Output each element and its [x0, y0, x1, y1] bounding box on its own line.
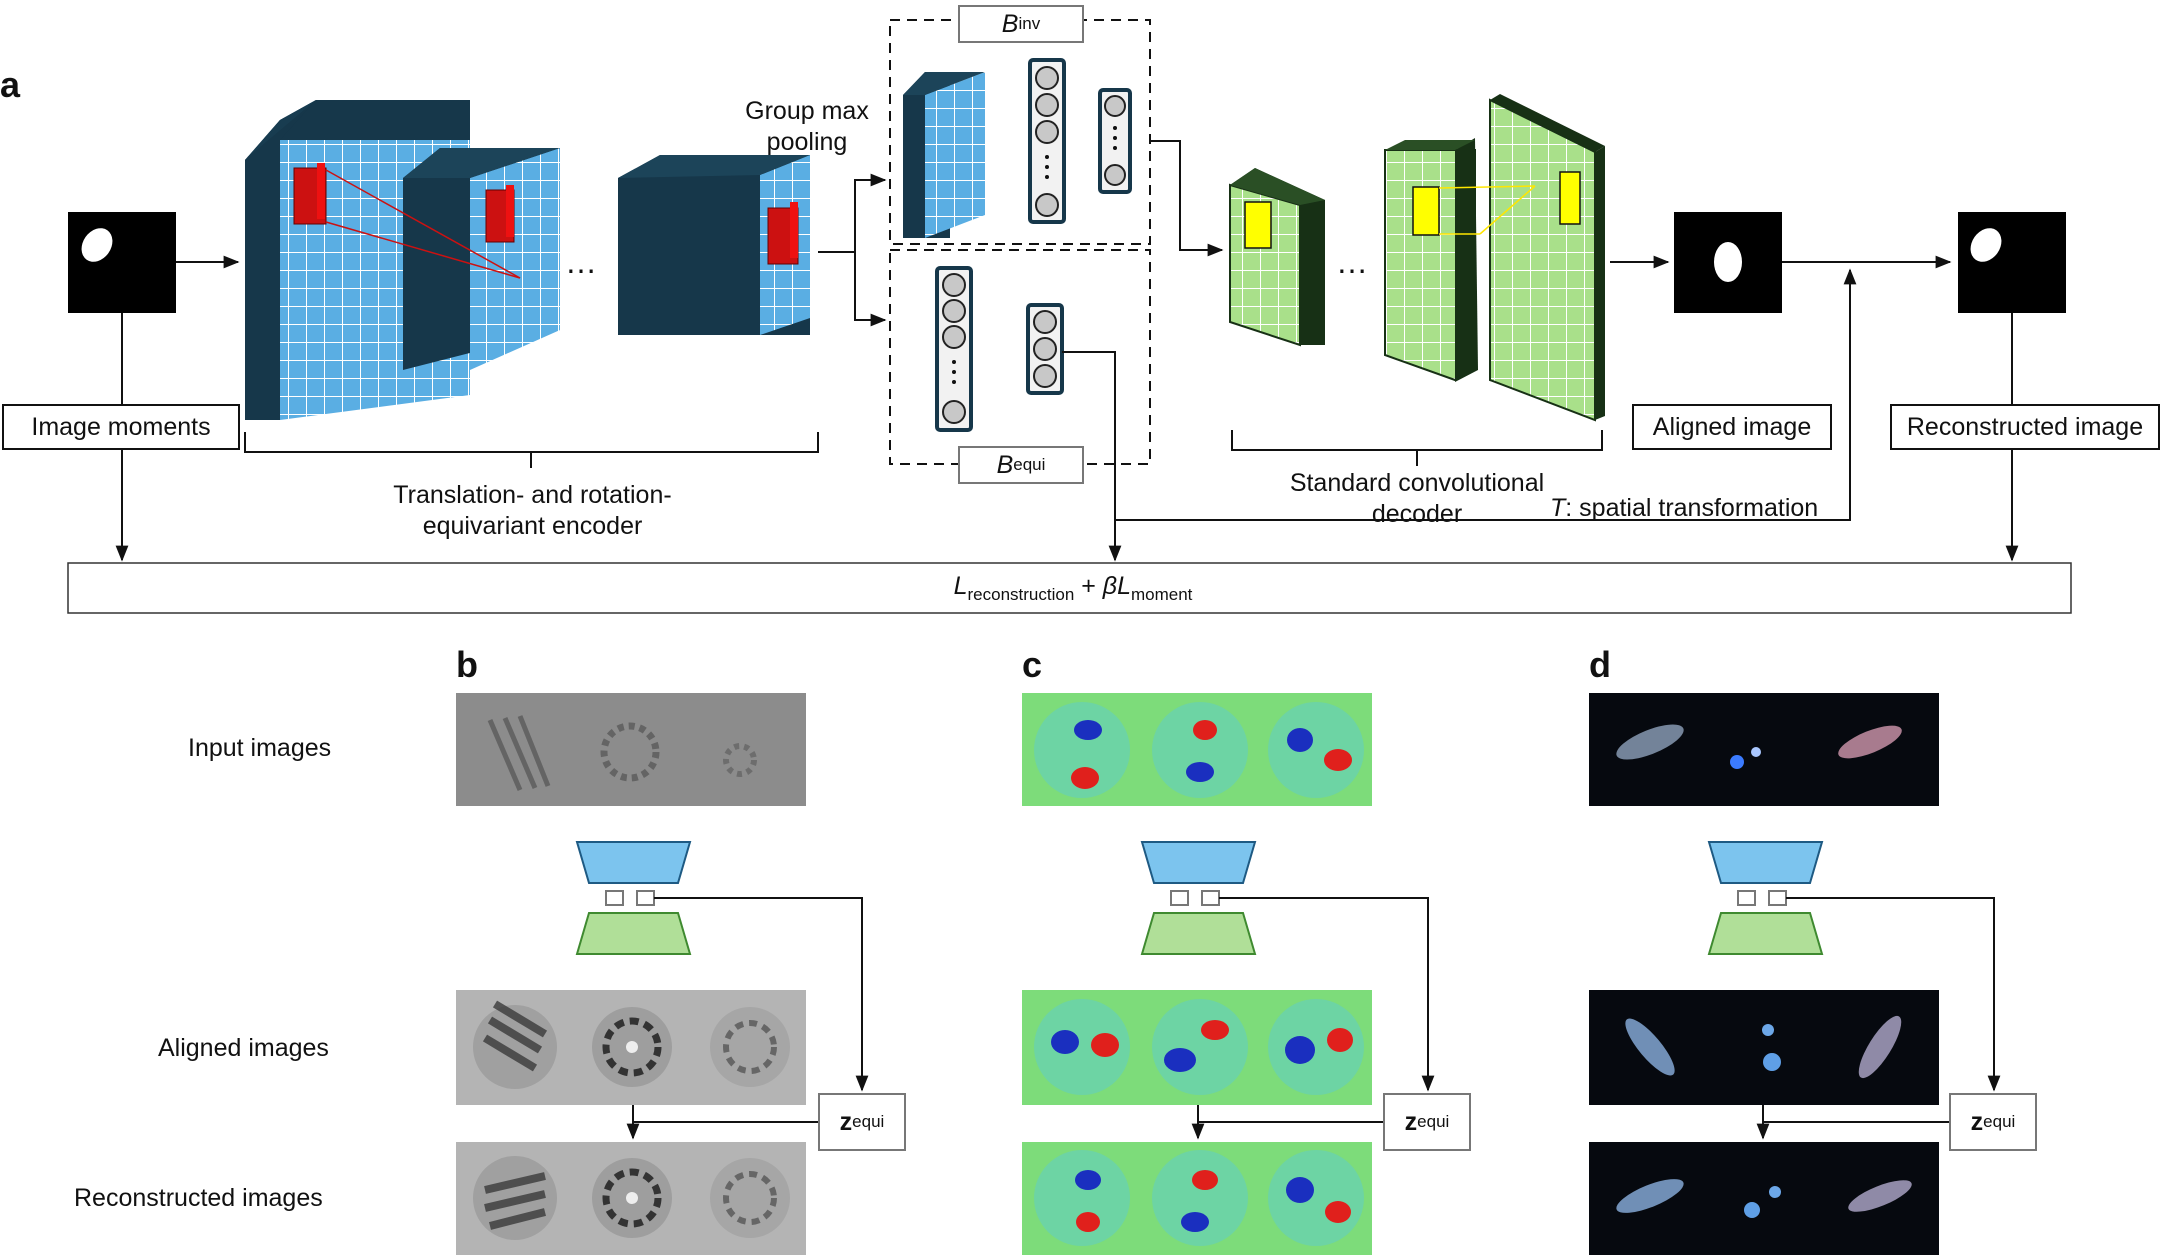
reconstructed-image-box: Reconstructed image [1890, 404, 2160, 450]
loss-box [67, 562, 2072, 614]
encoder-block-3 [618, 155, 810, 335]
yellow-kernel-1 [1244, 201, 1272, 249]
reconstructed-images-label: Reconstructed images [74, 1184, 323, 1212]
decoder-projection-lines [1438, 185, 1536, 235]
b-inv-vector-1 [1028, 58, 1066, 224]
z-equi-arrows [626, 897, 2001, 1140]
b-autoencoder-icon [575, 841, 692, 955]
b-equi-box [889, 249, 1151, 465]
encoder-label: Translation- and rotation- equivariant e… [393, 481, 672, 540]
encoder-ellipsis: … [565, 244, 597, 280]
group-max-pooling-label: Group max pooling [745, 97, 869, 156]
d-reconstructed-strip [1589, 1142, 1939, 1255]
loss-label: Lreconstruction + βLmoment [953, 572, 1193, 604]
b-input-strip [456, 693, 806, 806]
aligned-image-box: Aligned image [1632, 404, 1832, 450]
aligned-image-blob [1714, 242, 1742, 282]
input-image-blob [81, 228, 113, 262]
c-autoencoder-icon [1140, 841, 1257, 955]
encoder-block-2 [403, 148, 560, 370]
spatial-transformation-label: T: spatial transformation [1550, 494, 1819, 522]
yellow-kernel-2 [1412, 186, 1440, 236]
b-aligned-strip [456, 990, 806, 1105]
receptive-field-lines [325, 169, 521, 279]
b-inv-vector-2 [1098, 88, 1132, 194]
d-input-strip [1589, 693, 1939, 806]
reconstructed-image [1958, 212, 2066, 313]
c-input-strip [1022, 693, 1372, 806]
panel-label-c: c [1022, 644, 1043, 685]
input-images-label: Input images [188, 734, 332, 762]
b-equi-vector-2 [1026, 303, 1064, 395]
d-autoencoder-icon [1707, 841, 1824, 955]
b-equi-vector-1 [935, 266, 973, 432]
panel-label-b: b [456, 644, 478, 685]
d-aligned-strip [1589, 990, 1939, 1105]
b-inv-box [889, 19, 1151, 245]
c-aligned-strip [1022, 990, 1372, 1105]
decoder-block-1 [1229, 168, 1325, 347]
decoder-brace [1231, 430, 1603, 466]
image-moments-box: Image moments [2, 404, 240, 450]
encoder-brace [244, 432, 819, 468]
yellow-kernel-3 [1559, 171, 1581, 225]
decoder-ellipsis: … [1336, 244, 1368, 280]
encoder-block-1-shape [245, 100, 470, 420]
b-reconstructed-strip [456, 1142, 806, 1255]
decoder-block-2 [1384, 138, 1478, 382]
decoder-label: Standard convolutional decoder [1289, 469, 1545, 528]
input-image [68, 212, 176, 313]
aligned-images-label: Aligned images [158, 1034, 329, 1062]
panel-label-a: a [0, 64, 21, 105]
flow-arrows [115, 140, 2019, 562]
c-reconstructed-strip [1022, 1142, 1372, 1255]
panel-label-d: d [1589, 644, 1611, 685]
decoder-block-3 [1489, 94, 1605, 422]
reconstructed-image-blob [1970, 228, 2002, 262]
b-inv-feature-map [903, 72, 985, 238]
